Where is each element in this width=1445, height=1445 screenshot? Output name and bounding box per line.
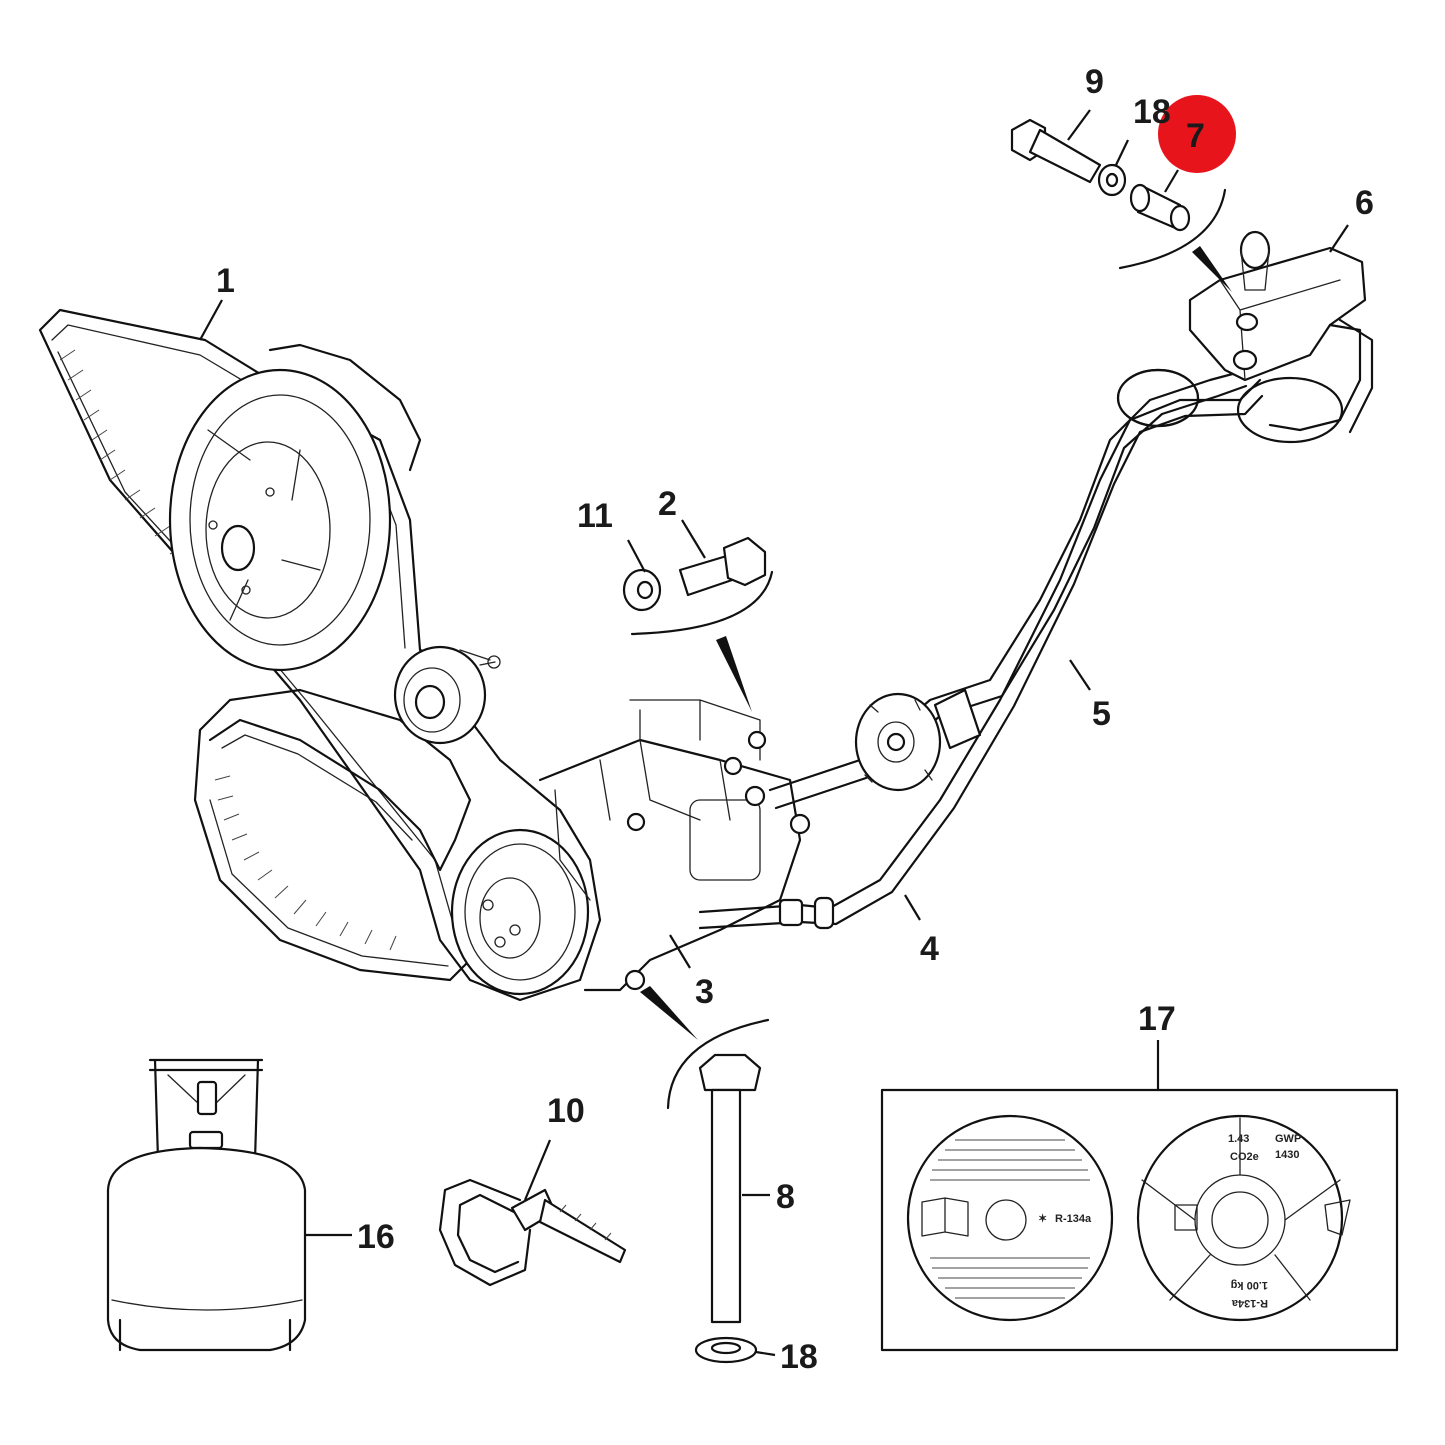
right-disc-charge-kg: 1.00 kg [1231,1279,1268,1291]
callout-9[interactable]: 9 [1085,63,1104,101]
callout-6[interactable]: 6 [1355,184,1374,222]
right-disc-gwp-label: GWP [1275,1133,1301,1145]
drive-belt-assembly [38,308,602,1002]
callout-11[interactable]: 11 [577,497,613,535]
leader-lines [199,109,1349,1357]
hose-manifold-block [1188,230,1374,444]
ac-compressor [450,699,811,996]
callout-18-top[interactable]: 18 [1133,93,1171,131]
cable-tie [438,1178,627,1287]
callout-4[interactable]: 4 [920,930,939,968]
long-mounting-bolt [640,986,770,1364]
manifold-bolt-kit [1010,118,1232,292]
callout-18-bottom[interactable]: 18 [780,1338,818,1376]
right-disc-charge-value: 1.43 [1228,1133,1249,1145]
callout-7[interactable]: 7 [1186,117,1205,155]
callout-5[interactable]: 5 [1092,695,1111,733]
ac-label-panel: R-134a ✶ 1.43 CO2e GWP 1430 1.00 kg R-13… [880,1040,1399,1352]
callout-labels: 1 2 3 4 5 6 7 8 9 10 11 16 17 18 18 [216,63,1374,1376]
callout-2[interactable]: 2 [658,485,677,523]
callout-10[interactable]: 10 [547,1092,585,1130]
refrigerant-cylinder [106,1058,307,1352]
callout-8[interactable]: 8 [776,1178,795,1216]
compressor-bolt-kit [622,536,774,712]
right-disc-co2-label: CO2e [1230,1151,1259,1163]
callout-3[interactable]: 3 [695,973,714,1011]
callout-16[interactable]: 16 [357,1218,395,1256]
right-disc-refrigerant: R-134a [1231,1297,1268,1309]
refrigerant-hoses [698,368,1264,930]
callout-1[interactable]: 1 [216,262,235,300]
svg-text:✶: ✶ [1038,1213,1047,1225]
left-disc-refrigerant-text: R-134a [1055,1213,1092,1225]
right-disc-gwp-value: 1430 [1275,1149,1299,1161]
callout-17[interactable]: 17 [1138,1000,1176,1038]
highlighted-part-marker [1158,95,1236,173]
